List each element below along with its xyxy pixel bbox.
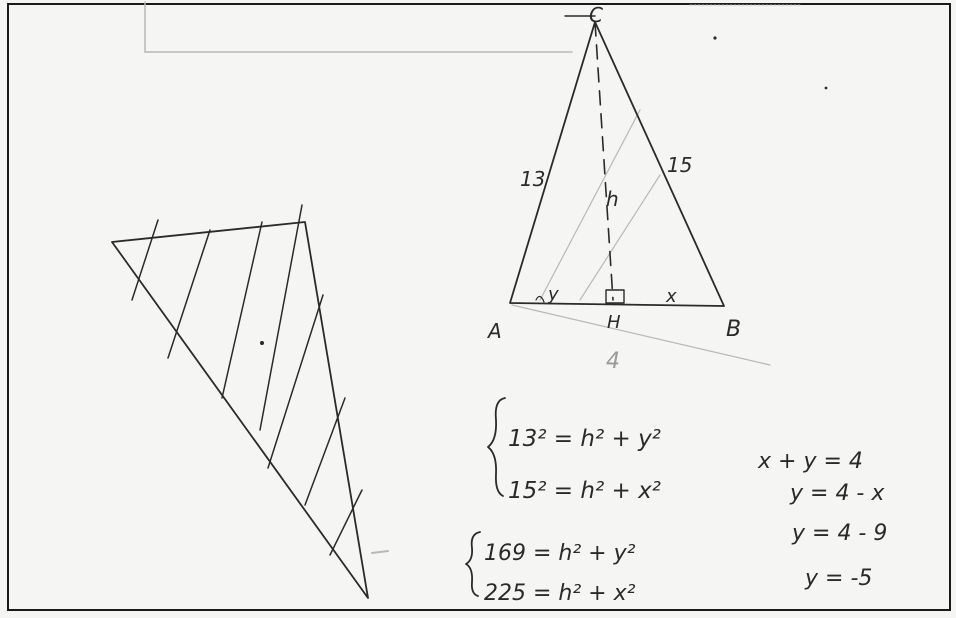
label-foot-h: H bbox=[607, 312, 621, 333]
stray-mark bbox=[371, 550, 389, 554]
ghost-box bbox=[144, 1, 573, 53]
label-vertex-b: B bbox=[726, 317, 741, 342]
page-border bbox=[7, 3, 951, 611]
height-line bbox=[594, 21, 614, 301]
hatched-triangle bbox=[111, 204, 369, 599]
eq-sys1-line1: 13² = h² + y² bbox=[508, 426, 661, 452]
angle-arc-a bbox=[535, 295, 545, 303]
right-angle-mark bbox=[605, 289, 625, 304]
hatch-7 bbox=[329, 489, 363, 556]
label-height: h bbox=[606, 187, 619, 211]
stray-dot-1 bbox=[713, 36, 717, 40]
eq-rhs-3: y = 4 - 9 bbox=[791, 521, 887, 546]
hatch-5 bbox=[267, 294, 324, 469]
eq-rhs-2: y = 4 - x bbox=[789, 481, 885, 506]
stray-dot-2 bbox=[824, 86, 828, 90]
hatch-2 bbox=[167, 229, 211, 359]
label-vertex-a: A bbox=[486, 319, 502, 343]
hatched-triangle-outline bbox=[111, 221, 369, 599]
label-seg-x: x bbox=[665, 286, 677, 307]
label-side-ac: 13 bbox=[520, 167, 545, 191]
center-dot bbox=[260, 341, 264, 345]
eq-rhs-1: x + y = 4 bbox=[757, 449, 863, 474]
label-vertex-c: C bbox=[589, 3, 603, 27]
label-seg-y: y bbox=[547, 284, 559, 305]
hatch-6 bbox=[304, 397, 346, 506]
ghost-line-1 bbox=[511, 304, 771, 366]
ghost-line-2 bbox=[539, 109, 641, 301]
eq-sys2-line2: 225 = h² + x² bbox=[484, 581, 636, 606]
brace-system-2 bbox=[465, 531, 481, 597]
ghost-line-3 bbox=[579, 174, 661, 301]
hatch-3 bbox=[221, 221, 263, 399]
hatch-4 bbox=[259, 204, 303, 431]
label-side-bc: 15 bbox=[667, 153, 692, 177]
eq-sys1-line2: 15² = h² + x² bbox=[508, 478, 661, 504]
hatch-1 bbox=[131, 219, 159, 301]
eq-sys2-line1: 169 = h² + y² bbox=[484, 541, 636, 566]
label-base-total: 4 bbox=[606, 349, 620, 374]
brace-system-1 bbox=[487, 397, 506, 497]
eq-rhs-4: y = -5 bbox=[804, 566, 872, 591]
triangle-abc bbox=[509, 15, 725, 307]
triangle-abc-outline bbox=[509, 21, 725, 307]
